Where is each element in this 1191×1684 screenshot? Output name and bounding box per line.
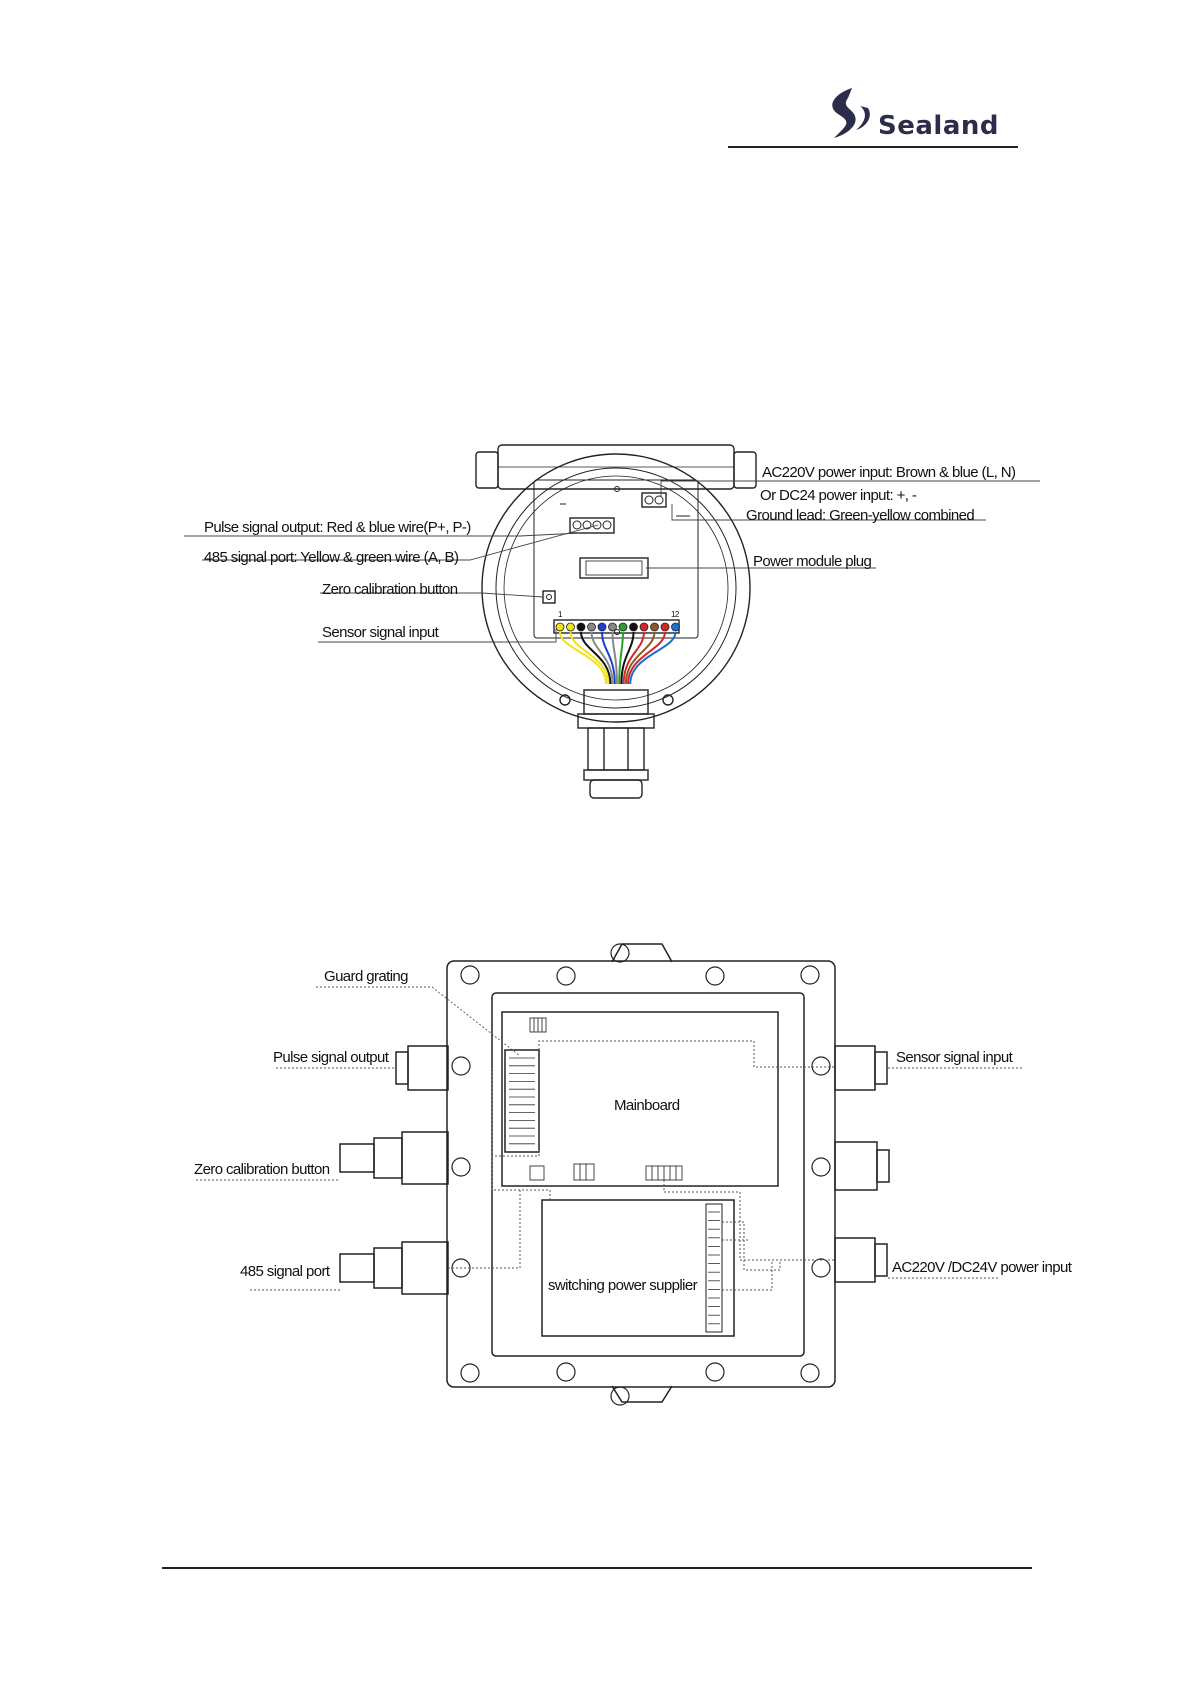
sealand-logo-icon (832, 88, 870, 138)
sensor-wire (611, 631, 618, 685)
bolt-hole (451, 1056, 471, 1076)
terminal-screw (587, 622, 596, 632)
sensor-wire (618, 631, 624, 685)
bolt-hole (460, 965, 480, 985)
bolt-hole (705, 966, 725, 986)
terminal-screw (618, 622, 628, 632)
bolt-hole (451, 1157, 471, 1177)
bolt-hole (800, 1363, 820, 1383)
terminal-screw (639, 622, 649, 632)
bolt-hole (811, 1258, 831, 1278)
pulse-output-port-label: Pulse signal output (273, 1049, 390, 1066)
zero-calibration-port-label: Zero calibration button (194, 1161, 330, 1178)
bolt-hole (610, 1386, 630, 1406)
sensor-input-label: Sensor signal input (322, 624, 440, 641)
sensor-wire (622, 631, 645, 685)
mainboard-label: Mainboard (614, 1097, 680, 1114)
sensor-wire (580, 631, 612, 685)
power-supply-label: switching power supplier (548, 1277, 698, 1294)
terminal-first-label: 1 (558, 610, 563, 619)
ground-lead-label: Ground lead: Green-yellow combined (746, 507, 974, 524)
sensor-wire (627, 631, 666, 685)
bolt-hole (800, 965, 820, 985)
pulse-output-label: Pulse signal output: Red & blue wire(P+,… (204, 519, 471, 536)
terminal-screw (660, 622, 670, 632)
power-input-port-label: AC220V /DC24V power input (892, 1259, 1073, 1276)
junction-box-layout-diagram: Guard grating Pulse signal output Zero c… (194, 943, 1073, 1406)
bolt-hole (811, 1056, 831, 1076)
sensor-wire (629, 631, 677, 685)
power-plug-label: Power module plug (753, 553, 871, 570)
terminal-screw (576, 622, 586, 632)
sensor-wire (559, 631, 607, 685)
bolt-hole (556, 966, 576, 986)
terminal-last-label: 12 (671, 610, 680, 619)
bolt-hole (556, 1362, 576, 1382)
sensor-wire (569, 631, 610, 685)
terminal-screw (650, 622, 659, 632)
sensor-input-port-label: Sensor signal input (896, 1049, 1014, 1066)
footer-divider (162, 1567, 1032, 1569)
sensor-wire (601, 631, 616, 685)
guard-grating-label: Guard grating (324, 968, 408, 985)
converter-wiring-diagram: AC220V power input: Brown & blue (L, N) … (184, 444, 1040, 799)
zero-calibration-label: Zero calibration button (322, 581, 458, 598)
rs485-port-label-bottom: 485 signal port (240, 1263, 331, 1280)
bolt-hole (610, 943, 630, 963)
sensor-wire (590, 631, 614, 685)
sensor-wire (624, 631, 656, 685)
terminal-screw (566, 622, 575, 632)
terminal-screw (597, 622, 607, 632)
terminal-screw (629, 622, 638, 632)
sensor-wire (620, 631, 635, 685)
terminal-screw (608, 622, 617, 632)
terminal-screw (671, 622, 680, 632)
bolt-hole (705, 1362, 725, 1382)
bolt-hole (460, 1363, 480, 1383)
header-divider (728, 146, 1018, 148)
dc-power-label: Or DC24 power input: +, - (760, 487, 917, 504)
bolt-hole (811, 1157, 831, 1177)
brand-name: Sealand (878, 111, 999, 141)
ac-power-label: AC220V power input: Brown & blue (L, N) (762, 464, 1016, 481)
terminal-screw (555, 622, 565, 632)
rs485-port-label: 485 signal port: Yellow & green wire (A,… (204, 549, 459, 566)
